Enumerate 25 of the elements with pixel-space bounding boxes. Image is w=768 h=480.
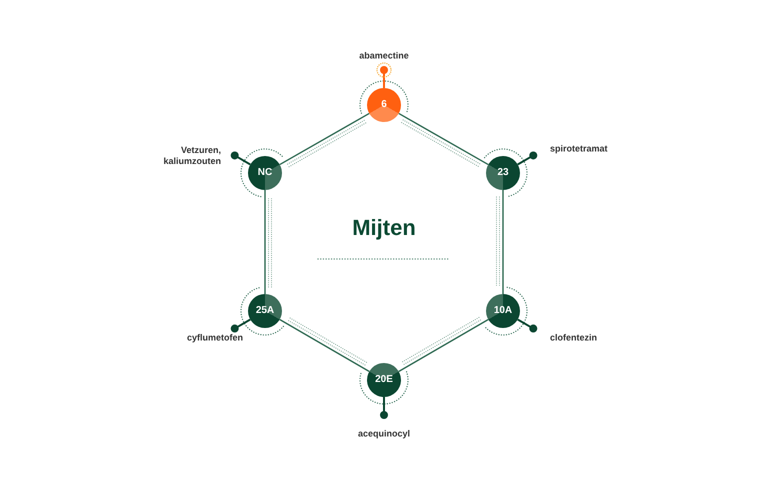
substance-label: abamectine xyxy=(359,50,409,62)
code-text: 10A xyxy=(494,306,512,316)
code-text: 23 xyxy=(497,168,509,178)
connector-line xyxy=(279,318,370,372)
connector-line xyxy=(398,112,489,166)
diagram-title: Mijten xyxy=(352,215,416,241)
code-text: NC xyxy=(258,168,272,178)
code-text: 25A xyxy=(256,306,274,316)
substance-label: clofentezin xyxy=(550,332,598,344)
connector-line xyxy=(502,190,504,294)
connector-line xyxy=(398,318,489,372)
code-circle xyxy=(367,363,401,397)
connector-line xyxy=(279,112,370,166)
code-text: 20E xyxy=(375,375,393,385)
code-circle xyxy=(248,156,282,190)
code-circle xyxy=(248,294,282,328)
code-circle xyxy=(486,294,520,328)
code-text: 6 xyxy=(381,100,387,110)
substance-label: Vetzuren, kaliumzouten xyxy=(163,144,221,168)
connector-line xyxy=(264,190,266,294)
substance-label: spirotetramat xyxy=(550,143,608,155)
code-circle xyxy=(486,156,520,190)
code-circle xyxy=(367,88,401,122)
substance-label: acequinocyl xyxy=(358,428,410,440)
substance-label: cyflumetofen xyxy=(186,332,243,344)
